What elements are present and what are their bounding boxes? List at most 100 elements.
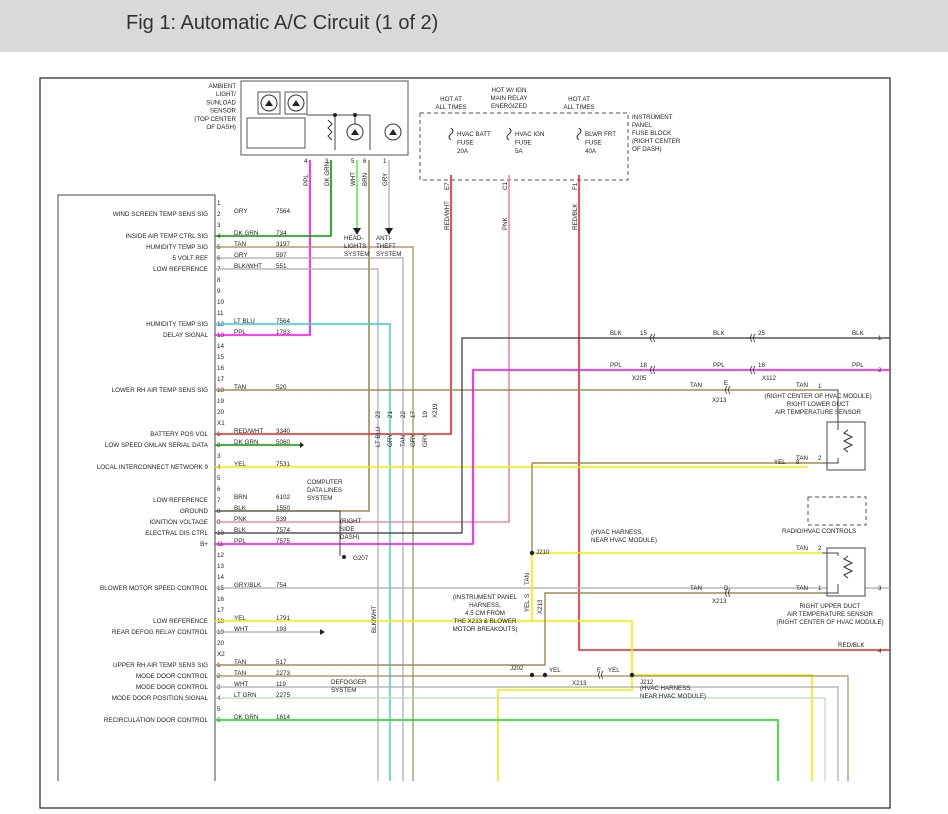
wire-blk-wht: [215, 268, 379, 781]
wire-grn-recirc: [215, 719, 779, 781]
x213-symbol: [725, 588, 731, 598]
splice-dot: [529, 672, 535, 678]
module-pin-number: 15: [217, 354, 225, 361]
module-wire-color: GRY: [234, 208, 248, 215]
headlights-arrow: [353, 228, 361, 235]
module-circuit-number: 2273: [276, 670, 291, 677]
thermistor-symbol: [842, 429, 854, 453]
module-pin-label: HUMIDITY TEMP SIG: [146, 244, 208, 251]
module-circuit-number: 597: [276, 252, 287, 259]
x213-symbol: [598, 670, 604, 680]
vertical-yel-label: YEL: [524, 600, 531, 612]
x112-label: X112: [762, 375, 777, 382]
module-circuit-number: 5060: [276, 439, 291, 446]
module-wire-color: BRN: [234, 494, 248, 501]
fuse-wire-color: RED/BLK: [572, 203, 579, 230]
module-circuit-number: 119: [276, 681, 287, 688]
inline-connector-symbol: [650, 365, 656, 375]
module-pin-label: MODE DOOR CONTROL: [136, 673, 209, 680]
upper-duct-sensor-label: RIGHT UPPER DUCT: [799, 603, 860, 610]
x213-symbol: [725, 385, 731, 395]
wire-blk-edc: [215, 337, 890, 534]
wire-label-tan: TAN: [690, 585, 702, 592]
x112-pin: 16: [758, 362, 765, 369]
sensor-pin-number: 1: [383, 158, 387, 165]
fuse-header: HOT W/ IGN: [492, 87, 527, 94]
module-pin-label: MODE DOOR POSITION SIGNAL: [112, 695, 209, 702]
module-pin-label: LOW REFERENCE: [153, 618, 208, 625]
fuse-header: MAIN RELAY: [490, 95, 527, 102]
module-circuit-number: 734: [276, 230, 287, 237]
fuse-block-label: (RIGHT CENTER: [632, 138, 681, 145]
module-wire-color: WHT: [234, 626, 248, 633]
hvac-control-module: [57, 194, 216, 781]
lower-duct-sensor: [826, 421, 866, 471]
splice-j210: J210: [536, 549, 550, 556]
hvac-harness-note: NEAR HVAC MODULE): [640, 693, 706, 700]
hvac-harness-note: (HVAC HARNESS,: [640, 685, 692, 692]
module-pin-number: 1: [217, 200, 221, 207]
offpage-ref: 3: [878, 585, 882, 592]
wire-label-tan: TAN: [796, 382, 808, 389]
x213-label: X213: [572, 680, 587, 687]
module-circuit-number: 7574: [276, 527, 291, 534]
x213-pin: S: [524, 594, 531, 598]
module-pin-number: 19: [217, 398, 225, 405]
module-wire-color: TAN: [234, 670, 247, 677]
module-circuit-number: 539: [276, 516, 287, 523]
module-wire-color: DK GRN: [234, 714, 259, 721]
module-connector-x2: X2: [217, 651, 225, 658]
module-pin-number: 13: [217, 563, 225, 570]
x213-label: X213: [712, 397, 727, 404]
wire-red-blk: [578, 175, 890, 651]
sensor-pin: 2: [818, 545, 822, 552]
x213-pin: F: [597, 667, 601, 674]
x213-label: X213: [712, 598, 727, 605]
lower-duct-sensor-label: RIGHT LOWER DUCT: [787, 401, 850, 408]
module-circuit-number: 1783: [276, 329, 291, 336]
x213-pin: D: [724, 585, 729, 592]
module-circuit-number: 1614: [276, 714, 291, 721]
module-pin-number: 17: [217, 607, 225, 614]
x219-wire-color: GRY: [422, 434, 429, 447]
fuse-header: HOT AT: [440, 96, 462, 103]
headlights-system-label: HEAD-: [344, 235, 363, 242]
fuse-block-label: PANEL: [632, 122, 652, 129]
headlights-system-label: LIGHTS: [344, 243, 366, 250]
module-wire-color: LT GRN: [234, 692, 257, 699]
module-pin-label: GROUND: [180, 508, 208, 515]
wire-pnk: [215, 175, 510, 523]
hvac-harness-note: (HVAC HARNESS,: [591, 529, 643, 536]
module-circuit-number: 3197: [276, 241, 291, 248]
fuse-name: 5A: [515, 148, 523, 155]
module-pin-label: LOCAL INTERCONNECT NETWORK 9: [97, 464, 209, 471]
defogger-system-label: SYSTEM: [331, 687, 356, 694]
module-wire-color: PNK: [234, 516, 248, 523]
ip-harness-note: 4.5 CM FROM: [465, 610, 505, 617]
fuse-name: BLWR FRT: [585, 131, 616, 138]
module-circuit-number: 6102: [276, 494, 291, 501]
x219-wire-color: GRY: [410, 434, 417, 447]
x219-pin: 22: [400, 411, 407, 418]
fuse-block-label: OF DASH): [632, 146, 662, 153]
sensor-pin-number: 6: [363, 158, 367, 165]
fuse-pin: F1: [572, 182, 579, 190]
module-wire-color: DK GRN: [234, 439, 259, 446]
ip-fuse-block: [419, 112, 629, 181]
x112-wire: PPL: [713, 362, 725, 369]
wire-tan-humidity: [215, 246, 414, 781]
x219-wire-color: TAN: [400, 435, 407, 447]
antitheft-system-label: SYSTEM: [376, 251, 401, 258]
module-wire-color: YEL: [234, 615, 246, 622]
fuse-header: HOT AT: [568, 96, 590, 103]
sensor-label: SENSOR: [210, 108, 237, 115]
diagram-frame: [39, 77, 891, 809]
sensor-pin-number: 5: [351, 158, 355, 165]
wire-red-wht: [215, 175, 452, 435]
right-side-dash-label: DASH): [340, 534, 359, 541]
fuse-header: ALL TIMES: [435, 104, 466, 111]
module-circuit-number: 7564: [276, 208, 291, 215]
fuse-symbol: [506, 127, 512, 141]
x205-label: X205: [632, 375, 647, 382]
module-circuit-number: 1550: [276, 505, 291, 512]
